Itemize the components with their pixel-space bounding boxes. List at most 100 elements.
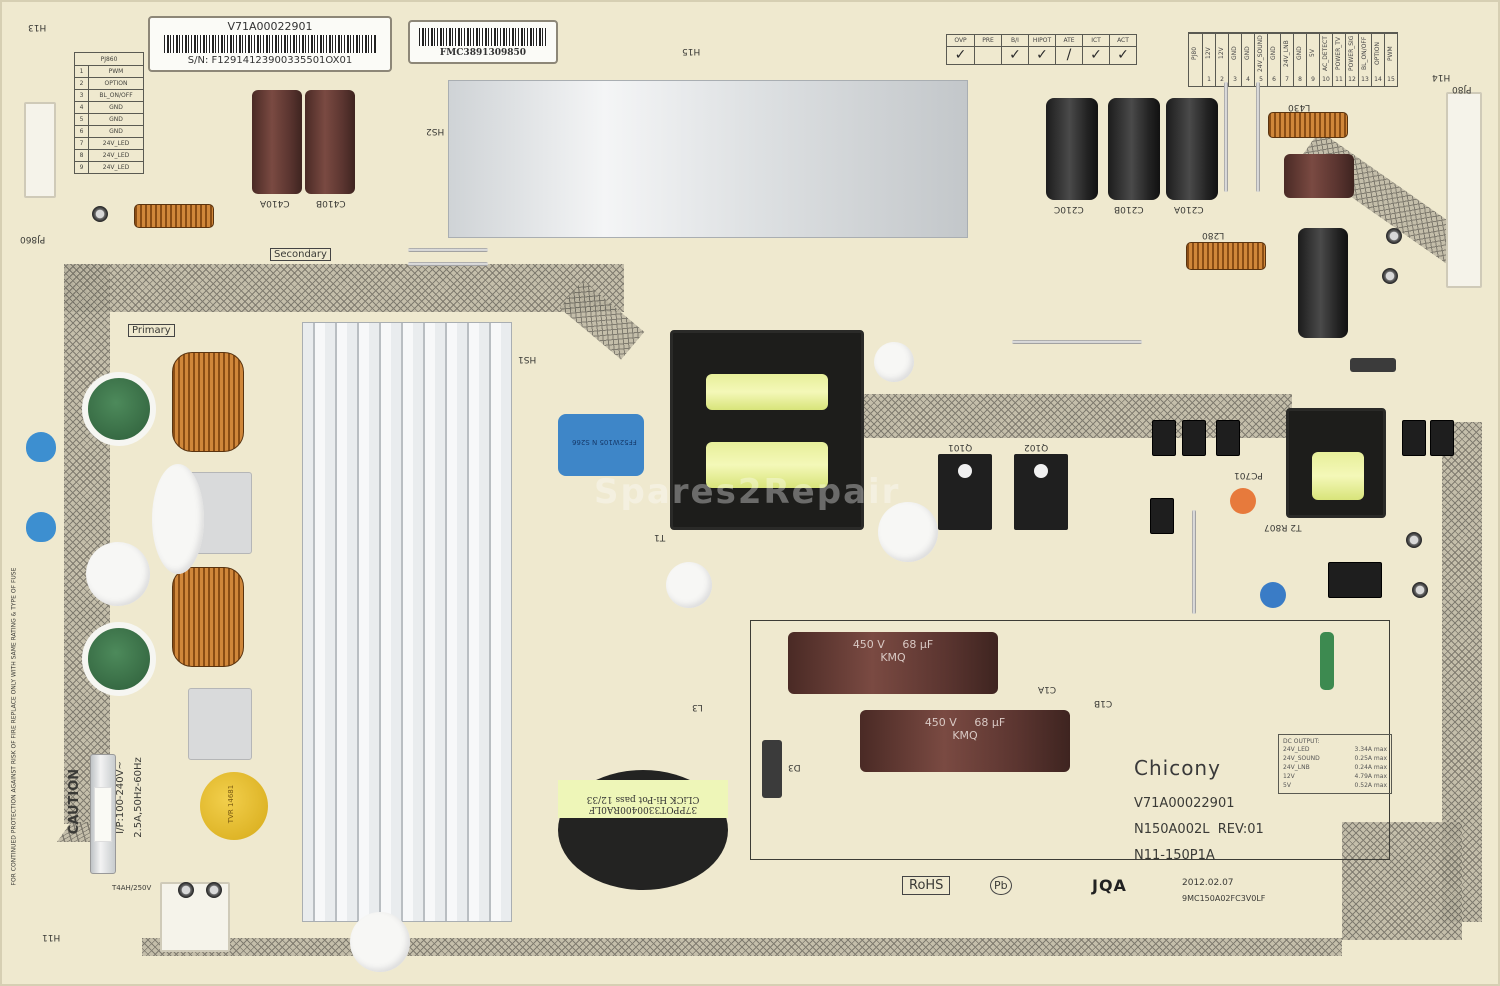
capacitor-c905 [1382,268,1398,284]
designator-h11: H11 [42,932,61,942]
pin-name: 24V_LNB [1281,33,1293,73]
standby-winding [1312,452,1364,500]
primary-label: Primary [128,324,175,337]
inductor-l410 [134,204,214,228]
capacitor-c802 [1412,582,1428,598]
pin-number: 8 [75,150,89,161]
main-transformer-t1 [670,330,864,530]
rail-name: 24V_LED [1283,746,1310,753]
common-mode-choke-lf2 [172,352,244,452]
cap-capacitance: 68 µF [974,716,1006,729]
rail-name: 5V [1283,782,1291,789]
test-check-grid: OVP✓ PRE B/I✓ HIPOT✓ ATE/ ICT✓ ACT✓ [946,34,1137,65]
pin-name: PWM [1385,33,1397,73]
designator-c1b: C1B [1094,698,1113,708]
pwm-controller-u801 [1328,562,1382,598]
pin-name: BL_ON/OFF [99,92,133,99]
designator-hs1: HS1 [518,354,537,364]
glue-blob [874,342,914,382]
pin-name: POWER_SIG [1346,33,1358,73]
pin-number: 3 [1233,76,1237,83]
dc-output-row: 24V_LNB 0.24A max [1283,763,1387,772]
rail-name: 24V_LNB [1283,764,1310,771]
caution-label: CAUTION [67,768,83,835]
part-number-sticker: V71A00022901 S/N: F12914123900335501OX01 [148,16,392,72]
fuse-rating: T4AH/250V [112,884,152,892]
y-capacitor-cy2 [26,512,56,542]
sticker-serial: S/N: F12914123900335501OX01 [187,55,353,66]
designator-q101: Q101 [948,442,973,452]
pin-name: 12V [1216,33,1228,73]
capacitor-c210c [1046,98,1098,200]
pin-number: 9 [1311,76,1315,83]
glue-blob [878,502,938,562]
capacitor-c410b [305,90,355,194]
rail-max: 3.34A max [1354,746,1387,753]
capacitor-c410a [252,90,302,194]
pin-name: GND [1268,33,1280,73]
sticker-fmc-code: FMC3891309850 [439,48,527,58]
pj80-connector[interactable] [1446,92,1482,288]
pin-number: 1 [1207,76,1211,83]
pin-name: GND [1294,33,1306,73]
jumper-j16 [1256,82,1260,192]
jumper-j6 [1192,510,1196,614]
capacitor-c431 [1284,154,1354,198]
check-mark: ✓ [1009,47,1021,63]
pin-name: 5V [1307,33,1319,73]
resistor-r804 [1320,632,1334,690]
thermistor-th1 [82,622,156,696]
pin-number: 6 [1272,76,1276,83]
barcode [418,28,548,46]
board-code: 9MC150A02FC3V0LF [1182,894,1266,903]
designator-c410a: C410A [260,198,290,208]
check-header: HIPOT [1029,35,1055,47]
pin-number: 1 [75,66,89,77]
designator-pj860: PJ860 [20,234,46,244]
pin-number: 5 [75,114,89,125]
check-mark: / [1066,47,1072,63]
ceramic-capacitor-c803 [1230,488,1256,514]
designator-l280: L280 [1202,230,1225,240]
manufacturer-logo: Chicony [1134,756,1221,780]
cap-voltage: 450 V [924,716,957,729]
check-header: B/I [1002,35,1028,47]
fire-warning: FOR CONTINUED PROTECTION AGAINST RISK OF… [10,567,18,886]
hatch-zone-top-left [64,264,624,312]
designator-c210a: C210A [1174,204,1204,214]
check-header: ACT [1110,35,1136,47]
pin-name: OPTION [1372,33,1384,73]
check-header: PRE [975,35,1001,47]
mounting-hole [958,464,972,478]
jqa-cert-logo: JQA [1092,876,1127,895]
designator-l3: L3 [692,702,703,712]
pin-number [1189,73,1202,86]
optocoupler-pc3 [1430,420,1454,456]
check-header: ATE [1056,35,1082,47]
pin-name: 24V_LED [102,152,130,159]
rail-max: 0.24A max [1354,764,1387,771]
pfc-label-line2: CLiCK Hi-Pot pass 12/33 [586,794,700,804]
check-mark: ✓ [1036,47,1048,63]
pin-name: 12V [1203,33,1215,73]
designator-pj80: PJ80 [1452,84,1472,94]
pin-number: 9 [75,162,89,173]
board-id: N11-150P1A [1134,848,1215,863]
capacitor-c210a [1166,98,1218,200]
pj860-connector[interactable] [24,102,56,198]
hatch-zone-left [64,264,110,824]
transformer-winding-upper [706,374,828,410]
rail-name: 24V_SOUND [1283,755,1320,762]
designator-t2: T2 R807 [1264,522,1302,532]
input-rating-line2: 2.5A,50Hz-60Hz [132,757,144,838]
inductor-l430 [1268,112,1348,138]
designator-h13: H13 [28,22,47,32]
pin-name: AC_DETECT [1320,33,1332,73]
pin-number: 3 [75,90,89,101]
